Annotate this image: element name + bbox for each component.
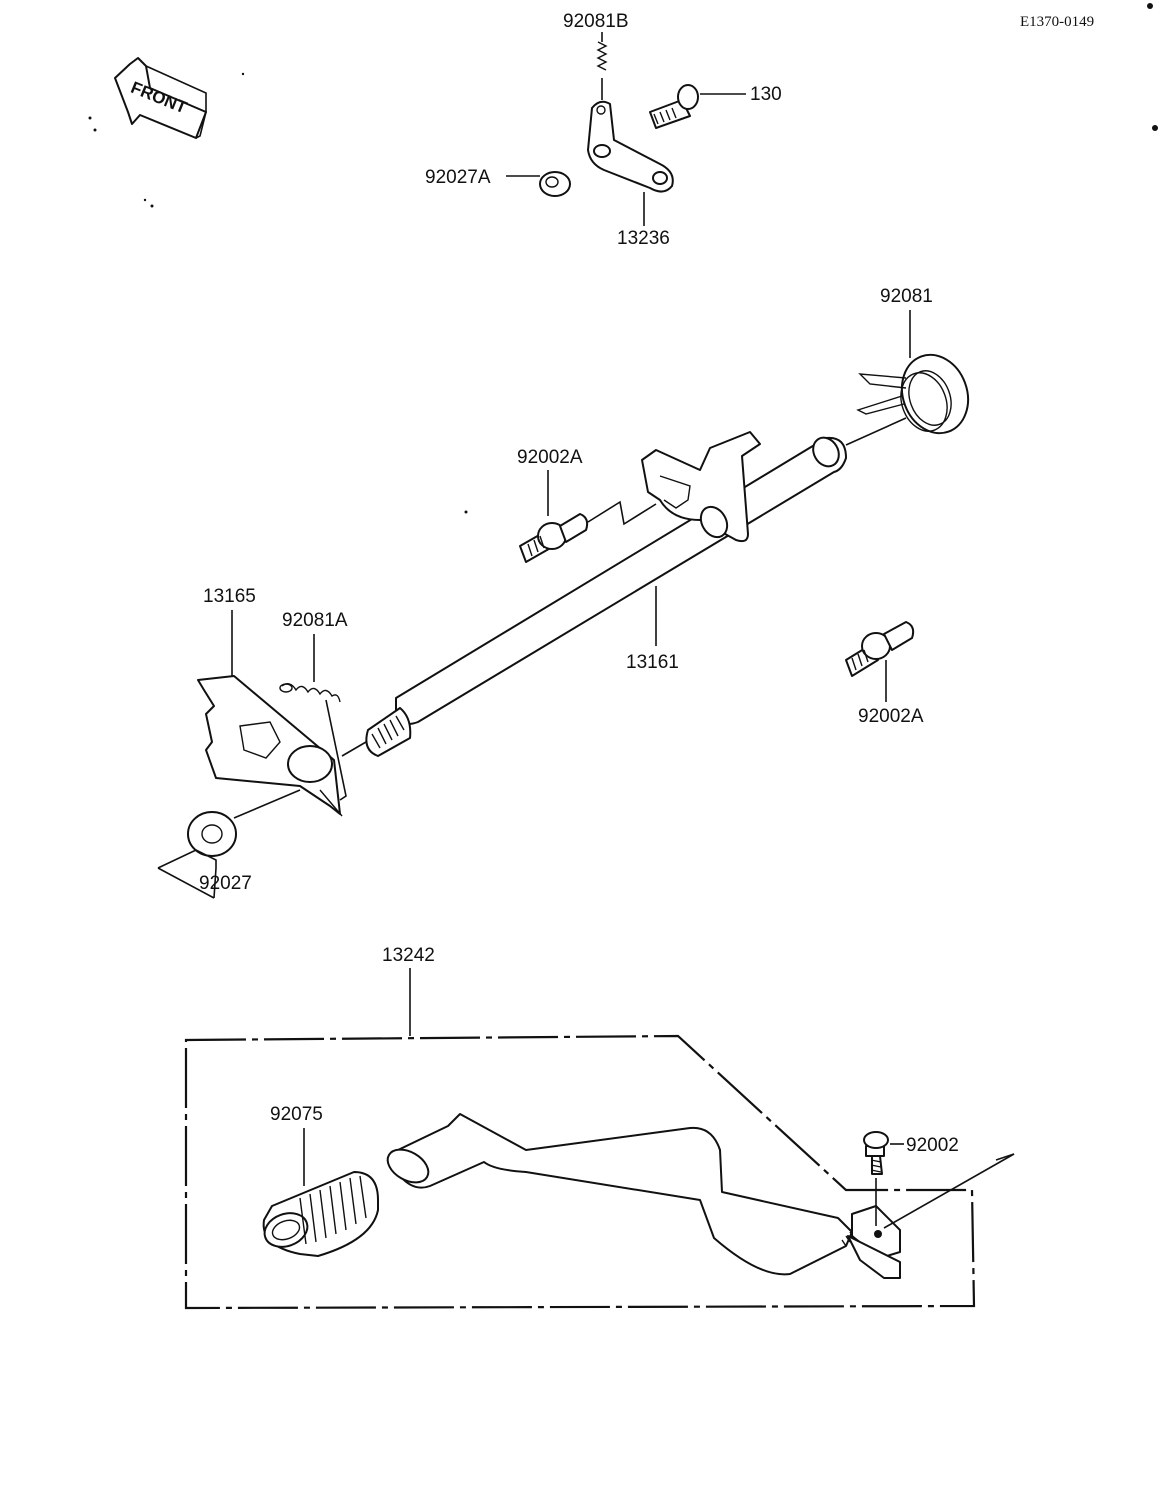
label-92081: 92081 <box>880 286 933 307</box>
label-92027A: 92027A <box>425 167 491 188</box>
stud-bolt-92002A-right <box>845 621 915 677</box>
washer-92027A <box>539 171 571 197</box>
scan-dot <box>1147 3 1153 9</box>
pedal-rubber-92075 <box>262 1171 379 1257</box>
label-92075: 92075 <box>270 1104 323 1125</box>
spring-92081B <box>596 41 608 100</box>
lever-13236 <box>587 100 674 193</box>
label-92081A: 92081A <box>282 610 348 631</box>
drawing-code: E1370-0149 <box>1020 14 1094 30</box>
label-92002A-top: 92002A <box>517 447 583 468</box>
stud-bolt-92002A <box>519 513 589 563</box>
leader-line <box>587 500 657 526</box>
bolt-92002 <box>863 1131 889 1175</box>
assembly-boundary <box>184 1034 976 1310</box>
label-92002: 92002 <box>906 1135 959 1156</box>
leader-line <box>157 849 217 899</box>
scan-dot <box>1152 125 1158 131</box>
bolt-130 <box>649 84 699 129</box>
front-arrow-icon: FRONT <box>114 57 207 139</box>
torsion-spring-92081 <box>856 353 970 435</box>
label-13161: 13161 <box>626 652 679 673</box>
shift-pedal-13242 <box>386 1113 901 1279</box>
leader-line <box>995 1153 1015 1161</box>
label-130: 130 <box>750 84 782 105</box>
label-92027: 92027 <box>199 873 252 894</box>
label-13242: 13242 <box>382 945 435 966</box>
label-13165: 13165 <box>203 586 256 607</box>
leader-line <box>883 1153 1015 1229</box>
leader-line <box>845 417 907 446</box>
plate-13165 <box>197 675 343 817</box>
leader-line <box>157 867 215 899</box>
label-92002A-right: 92002A <box>858 706 924 727</box>
label-92081B: 92081B <box>563 11 629 32</box>
scan-specks <box>88 72 468 514</box>
spring-92081A <box>279 683 347 801</box>
leader-line <box>233 789 301 819</box>
leader-line <box>341 741 367 757</box>
label-13236: 13236 <box>617 228 670 249</box>
shift-shaft-13161 <box>365 431 847 757</box>
washer-92027 <box>187 811 237 857</box>
